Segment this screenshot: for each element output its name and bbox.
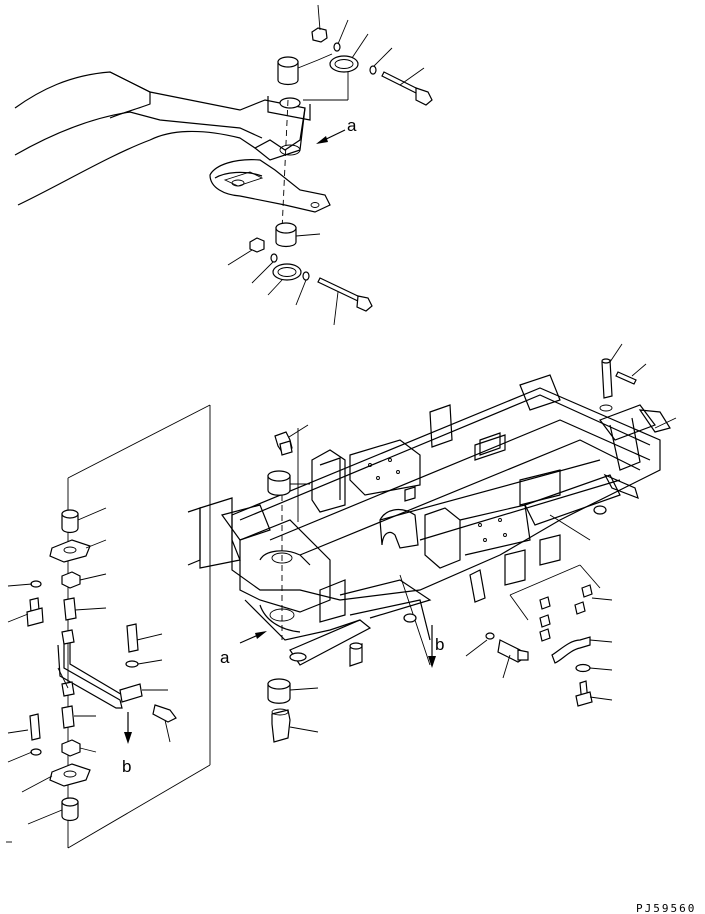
drawing-code: PJ59560 bbox=[636, 902, 696, 914]
clamp-parts bbox=[509, 564, 613, 707]
bolt-top bbox=[381, 67, 433, 106]
label-a-top: a bbox=[347, 116, 357, 135]
left-inset: b bbox=[6, 478, 177, 848]
bushing-bottom bbox=[275, 222, 321, 248]
label-a-bottom: a bbox=[220, 648, 230, 667]
washer-top bbox=[333, 42, 341, 52]
label-b-main: b bbox=[435, 635, 444, 654]
bushing-top bbox=[277, 53, 333, 86]
washer-bottom bbox=[270, 253, 278, 263]
grease-fitting-top bbox=[274, 424, 309, 456]
plate-ring-bottom bbox=[267, 263, 302, 296]
bushing-frame-bottom bbox=[267, 678, 319, 704]
lock-washer-top bbox=[369, 65, 377, 75]
bolt-bottom bbox=[317, 277, 373, 326]
pin-top-right bbox=[599, 343, 647, 412]
grease-fitting-bottom bbox=[271, 708, 319, 743]
main-frame: a b bbox=[67, 343, 677, 849]
nut-top bbox=[311, 4, 328, 43]
lock-washer-bottom bbox=[302, 271, 310, 281]
bolt-washer-right bbox=[465, 632, 529, 679]
nut-bottom bbox=[249, 237, 265, 253]
plate-ring-top bbox=[329, 33, 369, 73]
label-b-inset: b bbox=[122, 757, 131, 776]
bushing-frame-top bbox=[267, 470, 310, 496]
top-assembly: a bbox=[14, 4, 433, 326]
